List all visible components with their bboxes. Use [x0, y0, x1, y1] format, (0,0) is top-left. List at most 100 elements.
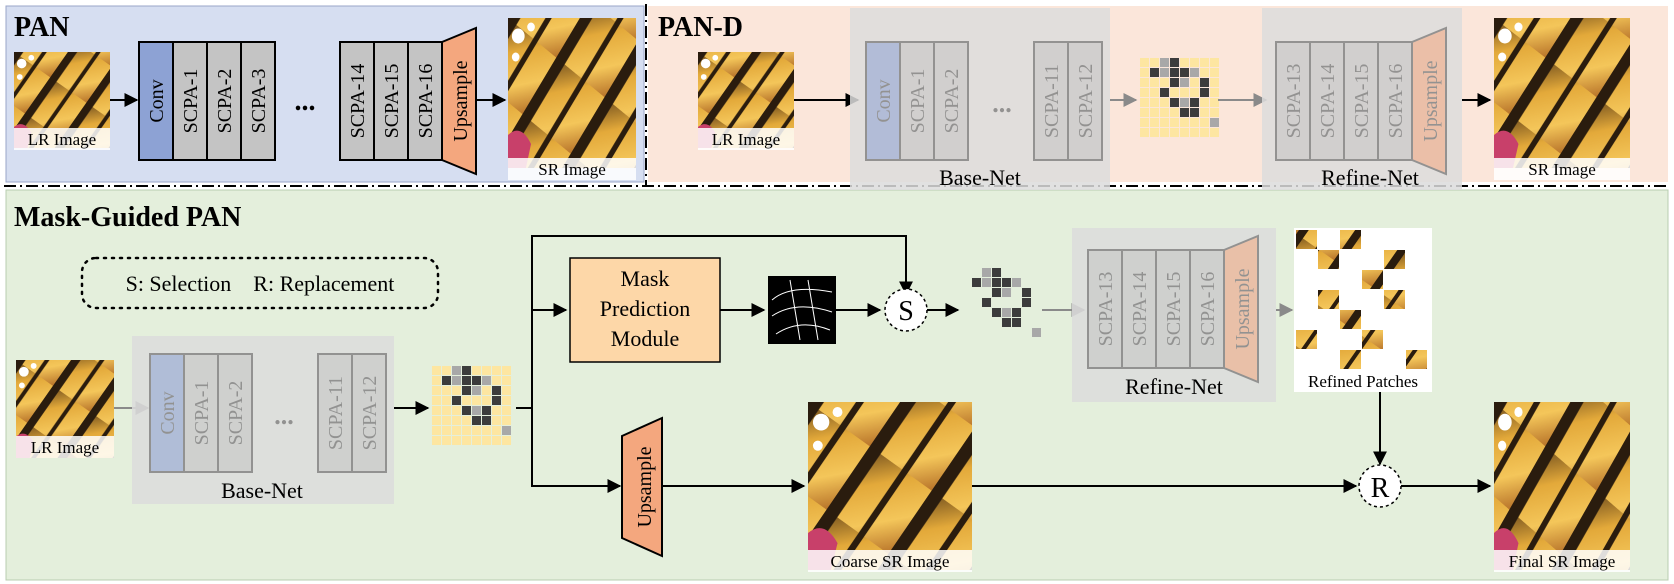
patch-cell	[1140, 98, 1149, 107]
patch-cell	[442, 386, 451, 395]
patch-cell	[432, 366, 441, 375]
patch-cell	[1170, 108, 1179, 117]
mask-guided-title: Mask-Guided PAN	[14, 202, 241, 233]
patch-cell	[1160, 58, 1169, 67]
pan-d-ellipsis: ...	[992, 89, 1012, 118]
patch-cell	[462, 396, 471, 405]
patch-cell	[1210, 128, 1219, 137]
patch-cell	[442, 416, 451, 425]
patch-cell	[492, 366, 501, 375]
pan-title: PAN	[14, 12, 69, 43]
patch-cell	[432, 416, 441, 425]
patch-cell	[502, 376, 511, 385]
mask-module-line-2: Prediction	[600, 296, 690, 321]
patch-cell	[1210, 88, 1219, 97]
patch-cell	[1160, 128, 1169, 137]
patch-cell	[1200, 68, 1209, 77]
pan-sr-image: SR Image	[508, 18, 636, 180]
patch-cell	[482, 366, 491, 375]
patch-cell	[492, 436, 501, 445]
patch-cell	[1022, 288, 1031, 297]
patch-cell	[1190, 78, 1199, 87]
patch-cell	[1170, 98, 1179, 107]
mg-lr-image: LR Image	[16, 360, 114, 458]
patch-cell	[472, 406, 481, 415]
pan-scpa-14: SCPA-14	[347, 64, 369, 139]
patch-cell	[442, 376, 451, 385]
pan-lr-caption: LR Image	[28, 130, 96, 149]
patch-cell	[992, 278, 1001, 287]
patch-cell	[1170, 68, 1179, 77]
patch-cell	[1012, 308, 1021, 317]
patch-cell	[432, 396, 441, 405]
patch-cell	[502, 436, 511, 445]
final-sr-image: Final SR Image	[1494, 402, 1630, 572]
refined-patch-tile	[1406, 350, 1427, 369]
patch-cell	[1180, 78, 1189, 87]
patch-cell	[482, 406, 491, 415]
mg-conv-label: Conv	[157, 391, 179, 434]
coarse-caption: Coarse SR Image	[831, 552, 950, 571]
patch-cell	[1140, 88, 1149, 97]
patch-cell	[462, 416, 471, 425]
patch-cell	[452, 406, 461, 415]
patch-cell	[1002, 318, 1011, 327]
patch-cell	[1210, 108, 1219, 117]
refined-patch-tile	[1296, 230, 1317, 249]
mg-scpa-13: SCPA-13	[1095, 272, 1117, 347]
patch-cell	[1190, 68, 1199, 77]
pan-scpa-3: SCPA-3	[248, 69, 270, 134]
patch-cell	[482, 376, 491, 385]
patch-cell	[1200, 108, 1209, 117]
pan-d-base-net-label: Base-Net	[939, 165, 1021, 190]
patch-cell	[482, 416, 491, 425]
patch-cell	[492, 396, 501, 405]
patch-cell	[502, 396, 511, 405]
patch-cell	[452, 366, 461, 375]
pan-scpa-1: SCPA-1	[180, 69, 202, 134]
patch-cell	[1170, 128, 1179, 137]
pan-ellipsis: ...	[295, 86, 316, 117]
patch-cell	[432, 436, 441, 445]
final-caption: Final SR Image	[1509, 552, 1616, 571]
patch-cell	[502, 406, 511, 415]
pan-upsample-label: Upsample	[450, 60, 472, 141]
patch-cell	[982, 298, 991, 307]
refined-patch-tile	[1296, 330, 1317, 349]
patch-cell	[1140, 58, 1149, 67]
mg-patch-grid	[432, 366, 511, 445]
patch-cell	[1190, 58, 1199, 67]
patch-cell	[1002, 278, 1011, 287]
coarse-upsample-label: Upsample	[634, 446, 656, 527]
mask-prediction-module: Mask Prediction Module	[569, 257, 721, 363]
patch-cell	[472, 416, 481, 425]
pan-d-scpa-16: SCPA-16	[1385, 64, 1407, 139]
mg-ellipsis: ...	[274, 401, 294, 430]
patch-cell	[992, 288, 1001, 297]
patch-cell	[452, 436, 461, 445]
patch-cell	[452, 376, 461, 385]
replacement-operator: R	[1358, 464, 1402, 508]
patch-cell	[1200, 78, 1209, 87]
pan-lr-image: LR Image	[14, 52, 110, 150]
patch-cell	[1150, 118, 1159, 127]
predicted-mask-image	[768, 276, 836, 344]
refined-patch-tile	[1318, 290, 1339, 309]
refined-patch-tile	[1318, 250, 1339, 269]
patch-cell	[1160, 88, 1169, 97]
patch-cell	[1140, 108, 1149, 117]
patch-cell	[472, 376, 481, 385]
patch-cell	[502, 426, 511, 435]
coarse-sr-image: Coarse SR Image	[808, 402, 972, 572]
pan-sr-caption: SR Image	[538, 160, 606, 179]
patch-cell	[432, 386, 441, 395]
patch-cell	[432, 406, 441, 415]
patch-cell	[1140, 78, 1149, 87]
patch-cell	[1210, 78, 1219, 87]
pan-d-scpa-2: SCPA-2	[941, 69, 963, 134]
patch-cell	[1190, 108, 1199, 117]
patch-cell	[1150, 128, 1159, 137]
patch-cell	[452, 386, 461, 395]
mg-lr-caption: LR Image	[31, 438, 99, 457]
